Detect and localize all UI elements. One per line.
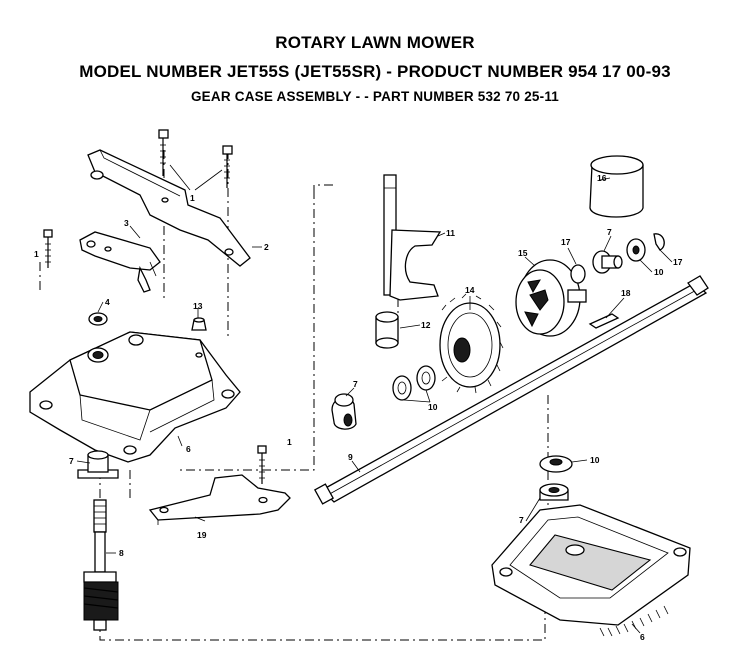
part-14-gear bbox=[439, 293, 504, 394]
callout-10-low: 10 bbox=[590, 455, 600, 465]
part-6-lower-case bbox=[491, 504, 691, 637]
callout-16: 16 bbox=[597, 173, 607, 183]
callout-3: 3 bbox=[124, 218, 129, 228]
part-17-clip-b bbox=[653, 233, 665, 251]
part-13-plug bbox=[191, 317, 207, 331]
part-10-top-washer bbox=[626, 238, 646, 262]
part-7-mid-bushing bbox=[331, 393, 357, 430]
callout-6-left: 6 bbox=[186, 444, 191, 454]
part-8-worm-shaft bbox=[83, 499, 119, 631]
callout-19: 19 bbox=[197, 530, 207, 540]
part-7-left-bushing bbox=[77, 450, 119, 479]
part-11-shift-fork bbox=[383, 174, 442, 301]
callout-1-top: 1 bbox=[190, 193, 195, 203]
callout-6-right: 6 bbox=[640, 632, 645, 642]
callout-1-bottom: 1 bbox=[287, 437, 292, 447]
part-10-mid-washers bbox=[392, 365, 436, 401]
callout-7-left: 7 bbox=[69, 456, 74, 466]
part-7-top-bushing bbox=[592, 250, 623, 274]
leader-lines bbox=[76, 177, 673, 634]
callout-7-mid: 7 bbox=[353, 379, 358, 389]
part-15-clutch bbox=[515, 259, 587, 337]
callout-2: 2 bbox=[264, 242, 269, 252]
callout-9: 9 bbox=[348, 452, 353, 462]
callout-17-a: 17 bbox=[561, 237, 571, 247]
callout-11: 11 bbox=[446, 228, 455, 238]
callout-4: 4 bbox=[105, 297, 110, 307]
assembly-line: GEAR CASE ASSEMBLY - - PART NUMBER 532 7… bbox=[190, 89, 559, 104]
callout-15: 15 bbox=[518, 248, 528, 258]
callout-13: 13 bbox=[193, 301, 203, 311]
callout-7-top: 7 bbox=[607, 227, 612, 237]
callout-7-low: 7 bbox=[519, 515, 524, 525]
part-19-plate bbox=[148, 474, 291, 525]
model-line: MODEL NUMBER JET55S (JET55SR) - PRODUCT … bbox=[79, 62, 671, 81]
callout-17-b: 17 bbox=[673, 257, 683, 267]
part-1-bolts bbox=[43, 129, 267, 484]
part-6-case-cover bbox=[29, 331, 241, 463]
part-18-key bbox=[588, 313, 620, 329]
callout-18: 18 bbox=[621, 288, 631, 298]
callout-10-mid: 10 bbox=[428, 402, 438, 412]
part-2-bracket bbox=[87, 149, 251, 267]
callout-1-left: 1 bbox=[34, 249, 39, 259]
part-16-sleeve bbox=[589, 155, 644, 218]
part-17-clip-a bbox=[570, 264, 586, 284]
part-7-low-bushing bbox=[539, 483, 569, 501]
callout-10-top: 10 bbox=[654, 267, 664, 277]
part-9-shaft bbox=[313, 275, 709, 505]
callout-labels: 1 2 3 1 4 13 6 7 1 19 8 11 12 14 15 16 1… bbox=[34, 173, 683, 642]
callout-14: 14 bbox=[465, 285, 475, 295]
part-12-bushing bbox=[375, 311, 399, 349]
callout-8: 8 bbox=[119, 548, 124, 558]
part-3-lever bbox=[79, 231, 161, 293]
part-4-washer bbox=[88, 312, 108, 326]
callout-12: 12 bbox=[421, 320, 431, 330]
diagram-title: ROTARY LAWN MOWER bbox=[275, 33, 475, 52]
part-10-low-washer bbox=[539, 455, 573, 473]
